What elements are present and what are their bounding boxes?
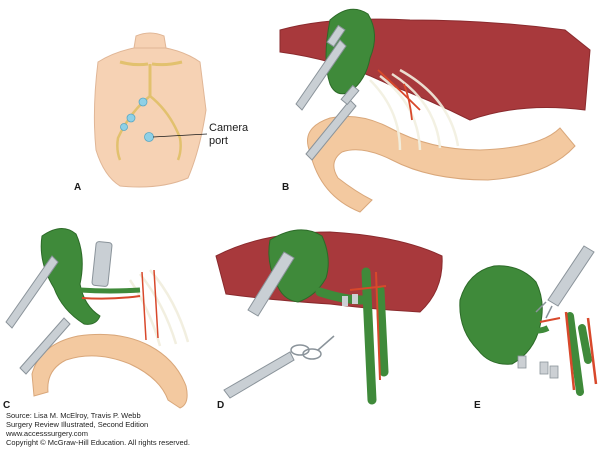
panel-letter-a: A: [74, 182, 82, 193]
source-credit: Source: Lisa M. McElroy, Travis P. Webb …: [6, 411, 190, 447]
source-line-2: Surgery Review Illustrated, Second Editi…: [6, 420, 149, 429]
camera-port-label-line2: port: [209, 135, 228, 147]
camera-port-leader: [152, 133, 208, 138]
panel-letter-d: D: [217, 400, 225, 411]
panel-b-illustration: [279, 8, 591, 213]
panel-d-illustration: [215, 229, 443, 405]
source-line-1: Source: Lisa M. McElroy, Travis P. Webb: [6, 411, 141, 420]
panel-letter-b: B: [282, 182, 290, 193]
port-right-upper: [126, 113, 136, 123]
source-line-3: www.accesssurgery.com: [6, 429, 88, 438]
panel-letter-c: C: [3, 400, 11, 411]
panel-c-illustration: [5, 228, 190, 409]
panel-a-torso: [93, 32, 208, 188]
camera-port-callout: Camera port: [209, 122, 248, 148]
port-epigastric: [138, 97, 148, 107]
port-umbilical: [144, 132, 154, 142]
source-line-4: Copyright © McGraw-Hill Education. All r…: [6, 438, 190, 447]
panel-e-illustration: [459, 245, 598, 396]
camera-port-label-line1: Camera: [209, 122, 249, 134]
panel-letter-e: E: [474, 400, 481, 411]
port-right-lateral: [120, 123, 128, 131]
